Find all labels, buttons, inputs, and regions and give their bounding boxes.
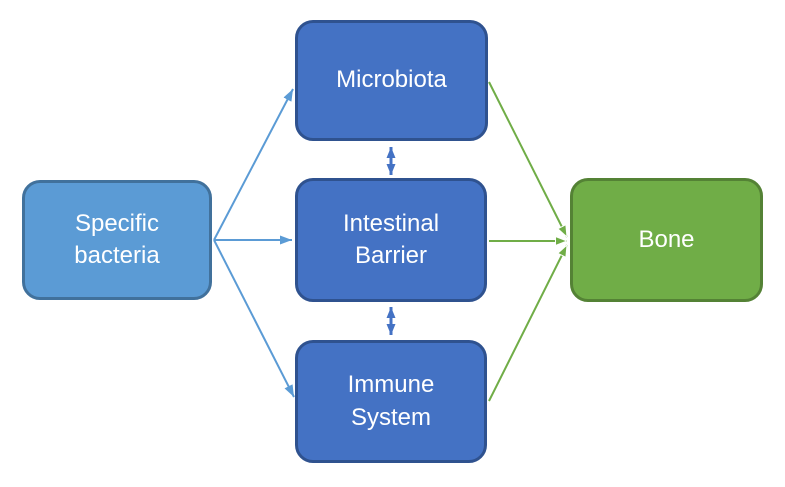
edge-immune-system-to-bone bbox=[488, 245, 568, 402]
node-intestinal-barrier-label: Intestinal Barrier bbox=[342, 209, 440, 269]
edge-bacteria-to-microbiota bbox=[213, 88, 294, 241]
node-immune-system-label: Immune System bbox=[347, 371, 435, 431]
node-bone: Bone bbox=[570, 178, 763, 302]
node-bone-label: Bone bbox=[638, 225, 695, 253]
edge-bacteria-to-immune-system bbox=[213, 239, 295, 398]
edge-microbiota-to-bone bbox=[488, 81, 568, 237]
node-microbiota: Microbiota bbox=[295, 20, 488, 141]
node-specific-bacteria-label: Specific bacteria bbox=[74, 209, 160, 269]
node-immune-system: Immune System bbox=[295, 340, 487, 463]
node-intestinal-barrier: Intestinal Barrier bbox=[295, 178, 487, 302]
node-specific-bacteria: Specific bacteria bbox=[22, 180, 212, 300]
node-microbiota-label: Microbiota bbox=[336, 66, 447, 94]
